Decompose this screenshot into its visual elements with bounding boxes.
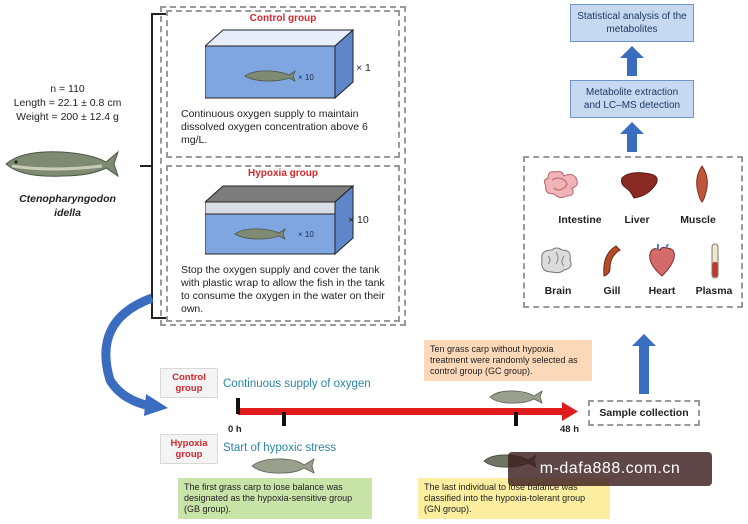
specimen-info: n = 110 Length = 22.1 ± 0.8 cm Weight = …	[0, 82, 135, 124]
control-group-tag: Control group	[160, 368, 218, 398]
control-tank	[205, 28, 355, 100]
control-panel: Control group	[166, 10, 400, 158]
plasma-icon	[711, 243, 719, 279]
note-sensitive-gb: The first grass carp to lose balance was…	[178, 478, 372, 519]
tissue-samples-box	[523, 156, 743, 308]
statistical-analysis-box: Statistical analysis of the metabolites	[570, 4, 694, 42]
timeline-start-label: 0 h	[228, 424, 242, 435]
arrow-up-2	[620, 122, 644, 152]
liver-icon	[621, 172, 658, 199]
intestine-icon	[543, 171, 578, 199]
organ-label-muscle: Muscle	[680, 214, 716, 226]
hypoxia-fish-count: × 10	[298, 230, 314, 239]
timeline-arrow	[236, 398, 578, 426]
control-fish-count: × 10	[298, 73, 314, 82]
metabolite-extraction-box: Metabolite extraction and LC–MS detectio…	[570, 80, 694, 118]
brain-icon	[541, 247, 572, 274]
hypoxia-title: Hypoxia group	[247, 168, 318, 179]
grass-carp-illustration	[5, 150, 120, 178]
arrow-up-1	[620, 46, 644, 76]
gill-icon	[603, 245, 621, 277]
organ-label-intestine: Intestine	[558, 214, 602, 226]
organ-label-brain: Brain	[544, 285, 572, 297]
organ-label-plasma: Plasma	[695, 285, 733, 297]
control-supply-text: Continuous supply of oxygen	[223, 378, 371, 390]
note-control-gc: Ten grass carp without hypoxia treatment…	[424, 340, 592, 381]
hypoxia-panel: Hypoxia group	[166, 165, 400, 322]
heart-icon	[649, 244, 675, 277]
muscle-icon	[696, 165, 708, 203]
organ-label-gill: Gill	[603, 285, 621, 297]
watermark-banner: m-dafa888.com.cn	[508, 452, 712, 486]
hypoxia-description: Stop the oxygen supply and cover the tan…	[181, 264, 385, 315]
timeline-end-label: 48 h	[560, 424, 580, 435]
watermark-text: m-dafa888.com.cn	[539, 460, 681, 477]
fish-length: Length = 22.1 ± 0.8 cm	[13, 97, 122, 109]
sample-collection-box: Sample collection	[588, 400, 700, 426]
control-title: Control group	[249, 13, 317, 24]
organ-label-liver: Liver	[624, 214, 650, 226]
curved-arrow	[101, 293, 168, 416]
fish-weight: Weight = 200 ± 12.4 g	[16, 111, 119, 123]
hypoxia-tank	[205, 184, 355, 256]
hypoxia-group-tag: Hypoxia group	[160, 434, 218, 464]
arrow-up-3	[632, 334, 656, 394]
sample-size: n = 110	[50, 83, 85, 95]
experiment-panels	[160, 6, 406, 326]
sensitive-fish-icon	[251, 458, 315, 474]
control-fish-icon	[489, 390, 543, 404]
control-multiplier: × 1	[356, 62, 371, 74]
hypoxia-multiplier: × 10	[348, 214, 369, 226]
control-description: Continuous oxygen supply to maintain dis…	[181, 108, 368, 146]
organ-label-heart: Heart	[648, 285, 676, 297]
group-bracket	[140, 13, 166, 319]
species-name: Ctenopharyngodon idella	[19, 193, 116, 219]
sample-collection-label: Sample collection	[599, 407, 689, 419]
hypoxic-stress-text: Start of hypoxic stress	[223, 442, 337, 454]
